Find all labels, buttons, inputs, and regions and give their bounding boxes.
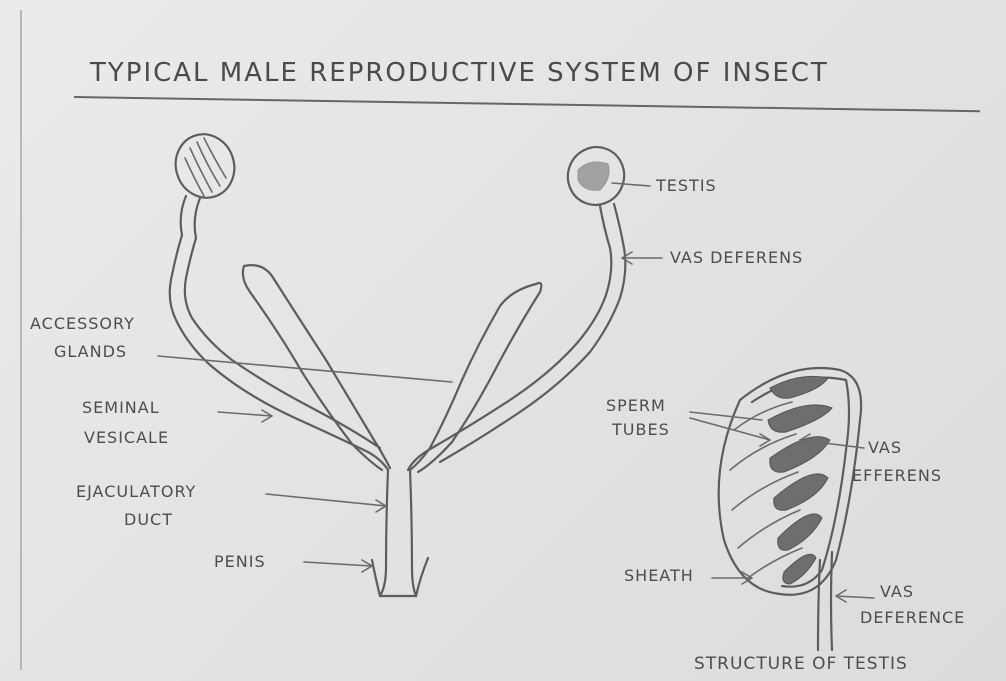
- right-vas-deferens: [408, 204, 625, 470]
- label-vas-deference-2: DEFERENCE: [860, 608, 965, 628]
- label-testis: TESTIS: [656, 176, 717, 196]
- label-seminal-1: SEMINAL: [82, 398, 160, 418]
- sheath-pointer: [712, 572, 752, 584]
- penis-pointer: [304, 560, 372, 572]
- pointer-lines: [158, 183, 662, 572]
- label-vas-deferens: VAS DEFERENS: [670, 248, 803, 268]
- testis-pointer: [612, 183, 650, 186]
- vas-efferens-pointer: [800, 434, 864, 448]
- penis-sheath: [372, 558, 428, 596]
- label-vas-efferens-1: VAS: [868, 438, 902, 458]
- label-accessory-glands-1: ACCESSORY: [30, 314, 135, 334]
- sperm-tube: [783, 554, 816, 584]
- sperm-tubes-pointer: [690, 412, 770, 446]
- inset-caption: STRUCTURE OF TESTIS: [694, 654, 908, 675]
- label-vas-efferens-2: EFFERENS: [852, 466, 942, 486]
- label-penis: PENIS: [214, 552, 266, 572]
- sperm-tube: [768, 405, 832, 432]
- label-ejaculatory-2: DUCT: [124, 510, 173, 530]
- vas-deferens-pointer: [622, 252, 662, 264]
- sperm-tube: [778, 514, 822, 550]
- ejaculatory-duct-pointer: [266, 494, 386, 512]
- testis-structure-inset: [690, 368, 874, 650]
- vas-deference-stalk-right: [831, 552, 832, 650]
- label-sheath: SHEATH: [624, 566, 694, 586]
- label-accessory-glands-2: GLANDS: [54, 342, 127, 362]
- left-testis: [168, 127, 243, 206]
- right-accessory-gland: [410, 283, 541, 472]
- label-vas-deference-1: VAS: [880, 582, 914, 602]
- seminal-vesicle-pointer: [218, 410, 272, 422]
- vas-deference-stalk-left: [818, 560, 820, 650]
- ejaculatory-duct: [380, 470, 416, 596]
- label-sperm-tubes-2: TUBES: [612, 420, 670, 440]
- vas-deference-pointer: [836, 590, 874, 602]
- label-sperm-tubes-1: SPERM: [606, 396, 666, 416]
- label-seminal-2: VESICALE: [84, 428, 169, 448]
- right-testis: [560, 139, 632, 213]
- label-ejaculatory-1: EJACULATORY: [76, 482, 196, 502]
- sperm-tube: [770, 376, 828, 398]
